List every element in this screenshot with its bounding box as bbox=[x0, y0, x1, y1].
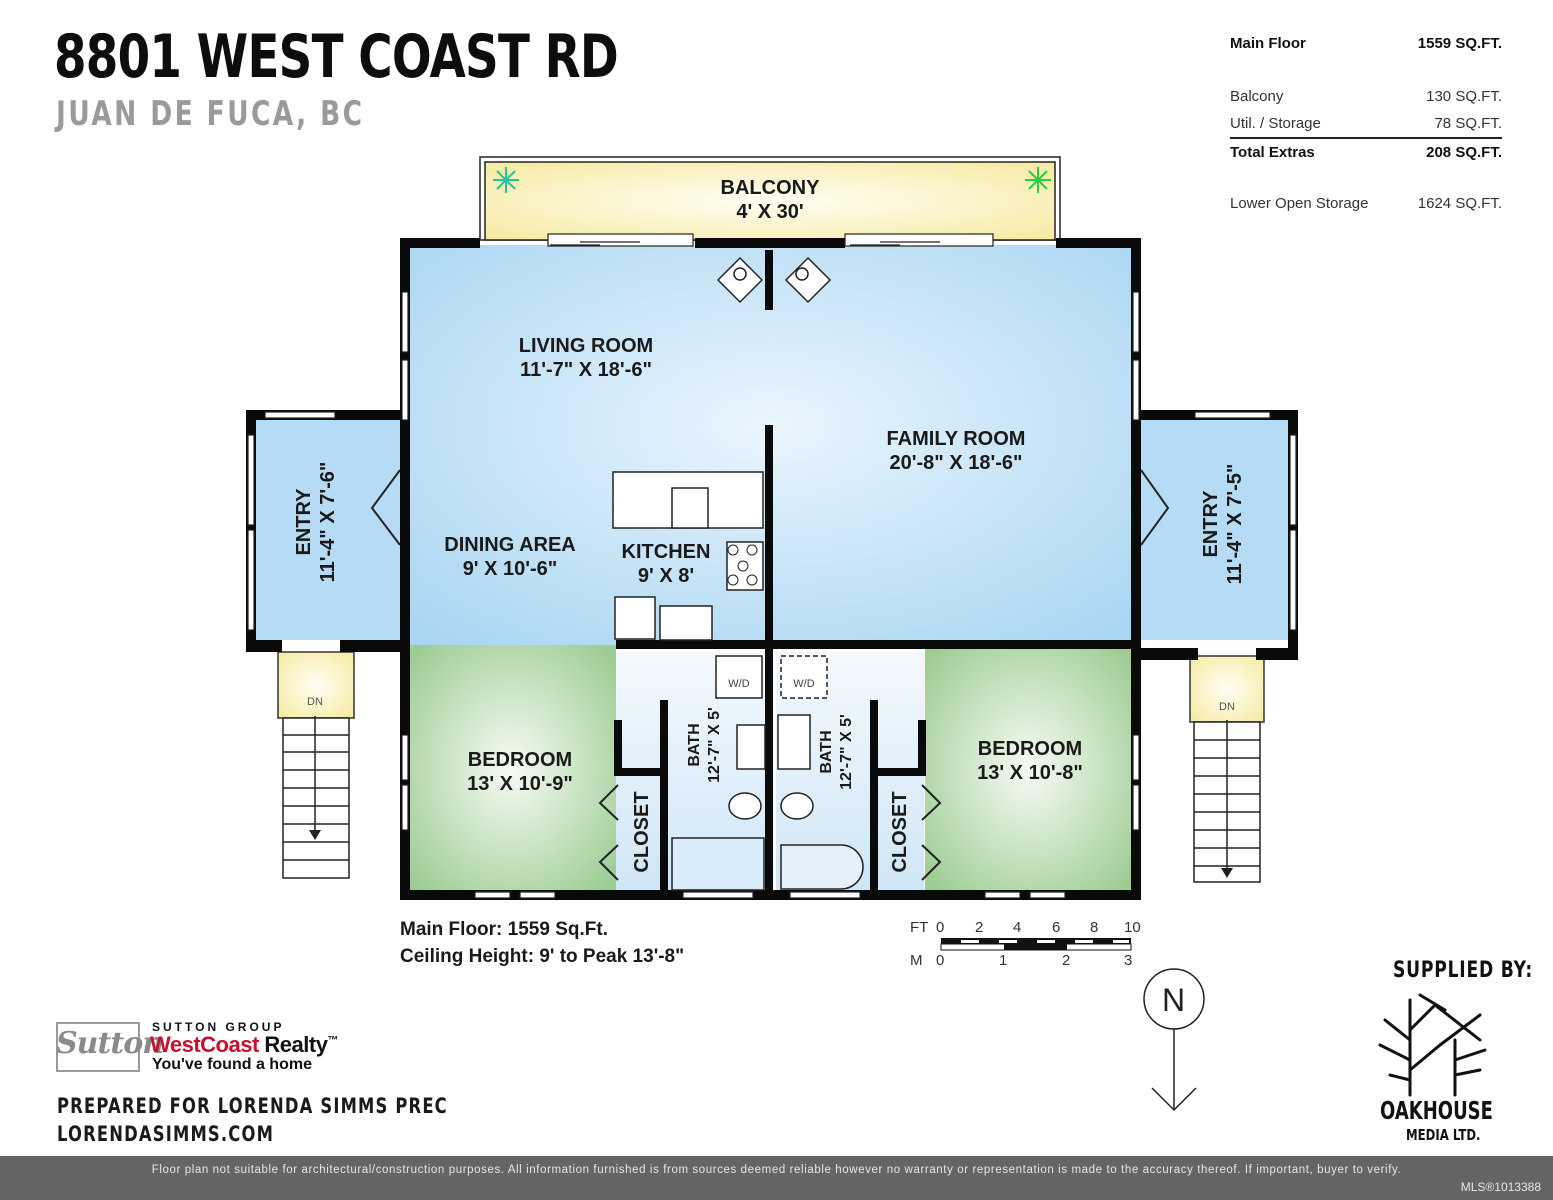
shower-icon bbox=[671, 837, 765, 891]
area-row-balcony: Balcony 130 SQ.FT. bbox=[1230, 83, 1502, 110]
room-bath-left: BATH 12'-7" X 5' bbox=[686, 707, 723, 783]
area-value: 1624 SQ.FT. bbox=[1417, 195, 1502, 212]
scale-tick: 6 bbox=[1052, 919, 1061, 936]
supplier-name: OAKHOUSE bbox=[1380, 1096, 1493, 1125]
sink-icon bbox=[736, 724, 766, 770]
scale-tick: 4 bbox=[1013, 919, 1022, 936]
agent-website: LORENDASIMMS.COM bbox=[57, 1122, 275, 1146]
compass-icon bbox=[1143, 968, 1205, 1112]
sutton-script-logo: Sutton bbox=[56, 1026, 164, 1061]
balcony bbox=[479, 156, 1061, 241]
stairs-right bbox=[1193, 720, 1261, 883]
entry-left-floor bbox=[254, 418, 408, 640]
scale-tick: 0 bbox=[936, 919, 945, 936]
area-row-lower-storage: Lower Open Storage 1624 SQ.FT. bbox=[1230, 190, 1502, 217]
room-kitchen: KITCHEN 9' X 8' bbox=[621, 541, 711, 587]
toilet-icon bbox=[780, 792, 814, 820]
supplied-by-label: SUPPLIED BY: bbox=[1393, 958, 1534, 983]
plant-icon bbox=[1025, 167, 1051, 193]
scale-tick: 1 bbox=[999, 952, 1008, 969]
room-entry-left: ENTRY 11'-4" X 7'-6" bbox=[293, 461, 339, 583]
entry-right-floor bbox=[1134, 418, 1289, 640]
area-value: 1559 SQ.FT. bbox=[1417, 35, 1502, 52]
stairs-down-label: DN bbox=[307, 696, 323, 708]
room-family-room: FAMILY ROOM 20'-8" X 18'-6" bbox=[886, 428, 1026, 474]
brokerage-name: WestCoast Realty™ bbox=[150, 1032, 338, 1057]
area-label: Util. / Storage bbox=[1230, 115, 1321, 132]
sutton-group-label: SUTTON GROUP bbox=[152, 1020, 285, 1034]
area-value: 208 SQ.FT. bbox=[1426, 144, 1502, 161]
bathtub-icon bbox=[780, 844, 864, 890]
room-entry-right: ENTRY 11'-4" X 7'-5" bbox=[1200, 463, 1246, 585]
stove-icon bbox=[727, 544, 758, 586]
area-label: Lower Open Storage bbox=[1230, 195, 1369, 212]
footer-bar bbox=[0, 1156, 1553, 1200]
kitchen-counters bbox=[612, 471, 764, 641]
area-value: 78 SQ.FT. bbox=[1434, 115, 1502, 132]
scale-tick: 10 bbox=[1124, 919, 1141, 936]
washer-dryer bbox=[715, 655, 763, 699]
room-closet-right: CLOSET bbox=[889, 791, 911, 873]
scale-tick: 2 bbox=[975, 919, 984, 936]
scale-tick: 0 bbox=[936, 952, 945, 969]
sink-icon bbox=[777, 714, 811, 770]
sutton-logo-box bbox=[56, 1022, 140, 1072]
scale-ft-label: FT bbox=[910, 919, 929, 936]
fireplace-icon bbox=[716, 256, 832, 304]
plant-icon bbox=[493, 167, 519, 193]
windows bbox=[247, 233, 1297, 899]
washer-dryer-label: W/D bbox=[793, 678, 815, 690]
floor-plan bbox=[246, 156, 1487, 1112]
room-bedroom-right: BEDROOM 13' X 10'-8" bbox=[977, 738, 1083, 784]
floor-info: Main Floor: 1559 Sq.Ft. Ceiling Height: … bbox=[400, 916, 684, 970]
property-address: 8801 WEST COAST RD bbox=[54, 22, 619, 92]
washer-dryer-label: W/D bbox=[728, 678, 750, 690]
scale-tick: 2 bbox=[1062, 952, 1071, 969]
washer-dryer bbox=[780, 655, 828, 699]
supplier-sub: MEDIA LTD. bbox=[1406, 1126, 1481, 1144]
stairs-left bbox=[282, 716, 350, 879]
area-label: Main Floor bbox=[1230, 35, 1306, 52]
prepared-for: PREPARED FOR LORENDA SIMMS PREC LORENDAS… bbox=[57, 1094, 448, 1146]
stairs-down-label: DN bbox=[1219, 701, 1235, 713]
brokerage-tagline: You've found a home bbox=[152, 1056, 312, 1073]
main-floor-area: Main Floor: 1559 Sq.Ft. bbox=[400, 919, 608, 940]
toilet-icon bbox=[728, 792, 762, 820]
room-bedroom-left: BEDROOM 13' X 10'-9" bbox=[467, 749, 573, 795]
scale-m-label: M bbox=[910, 952, 923, 969]
disclaimer: Floor plan not suitable for architectura… bbox=[151, 1164, 1402, 1176]
oakhouse-tree-logo bbox=[1378, 993, 1487, 1097]
room-bath-right: BATH 12'-7" X 5' bbox=[818, 714, 855, 790]
area-row-util-storage: Util. / Storage 78 SQ.FT. bbox=[1230, 110, 1502, 137]
ceiling-height: Ceiling Height: 9' to Peak 13'-8" bbox=[400, 946, 685, 967]
scale-bar bbox=[940, 938, 1132, 951]
room-dining-area: DINING AREA 9' X 10'-6" bbox=[444, 534, 576, 580]
scale-tick: 3 bbox=[1124, 952, 1133, 969]
room-living-room: LIVING ROOM 11'-7" X 18'-6" bbox=[518, 335, 654, 381]
closet-doors bbox=[370, 469, 1170, 881]
room-balcony: BALCONY 4' X 30' bbox=[720, 177, 820, 223]
property-location: JUAN DE FUCA, BC bbox=[56, 94, 365, 134]
area-summary-table: Main Floor 1559 SQ.FT. Balcony 130 SQ.FT… bbox=[1230, 30, 1502, 217]
scale-tick: 8 bbox=[1090, 919, 1099, 936]
compass-north-letter: N bbox=[1162, 982, 1186, 1018]
room-closet-left: CLOSET bbox=[631, 791, 653, 873]
area-value: 130 SQ.FT. bbox=[1426, 88, 1502, 105]
area-label: Total Extras bbox=[1230, 144, 1315, 161]
area-label: Balcony bbox=[1230, 88, 1284, 105]
mls-number: MLS®1013388 bbox=[1460, 1180, 1541, 1194]
area-row-total-extras: Total Extras 208 SQ.FT. bbox=[1230, 137, 1502, 166]
area-row-main-floor: Main Floor 1559 SQ.FT. bbox=[1230, 30, 1502, 57]
